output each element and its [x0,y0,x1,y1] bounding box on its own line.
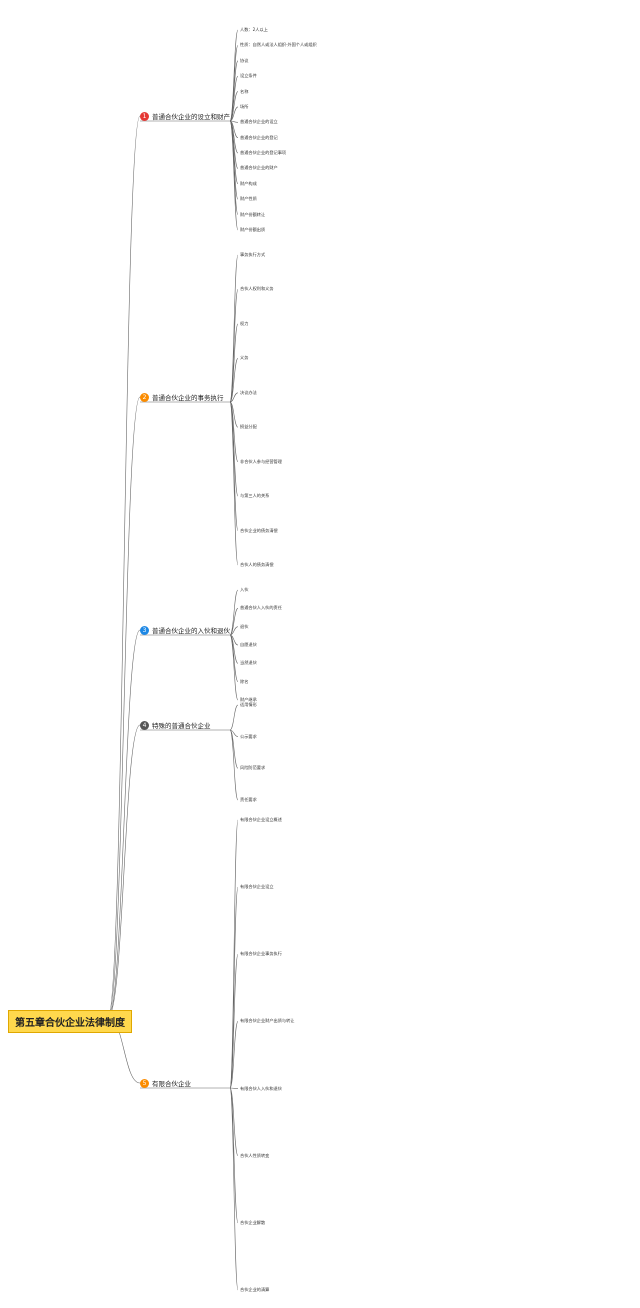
connector-branch-leaf [229,1087,239,1224]
leaf-node[interactable]: 协议 [240,57,249,63]
connector-branch-leaf [229,358,239,403]
connector-branch-leaf [229,289,239,403]
leaf-node[interactable]: 有限合伙企业设立概述 [240,817,282,822]
leaf-node[interactable]: 普通合伙企业的设立 [240,119,278,125]
leaf-node[interactable]: 适用情形 [240,702,257,707]
connector-branch-leaf [229,589,239,636]
connector-branch-leaf [229,608,239,636]
branch-label: 特殊的普通合伙企业 [152,722,211,730]
connector-root-branch-2 [107,396,141,1018]
leaf-node[interactable]: 公示要求 [240,733,257,739]
connector-branch-leaf [229,953,239,1089]
connector-root-branch-1 [107,115,141,1018]
leaf-node[interactable]: 与第三人的关系 [240,493,270,499]
connector-root-branch-4 [107,724,141,1018]
connector-branch-leaf [229,91,239,122]
leaf-node[interactable]: 合伙企业的清算 [240,1287,270,1292]
connector-branch-leaf [229,819,239,1089]
leaf-node[interactable]: 风险防范要求 [240,765,266,771]
root-node[interactable]: 第五章合伙企业法律制度 [8,1010,132,1033]
leaf-node[interactable]: 合伙企业的债务清偿 [240,527,278,533]
leaf-node[interactable]: 有限合伙人入伙和退伙 [240,1085,282,1091]
leaf-node[interactable]: 义务 [240,355,249,361]
connector-branch-leaf [229,1087,239,1291]
leaf-node[interactable]: 财产份额转让 [240,211,266,217]
connector-branch-leaf [229,1087,239,1089]
leaf-node[interactable]: 合伙人权利和义务 [240,286,274,292]
leaf-node[interactable]: 除名 [240,678,249,684]
branch-number-badge: 1 [140,111,149,121]
connector-branch-leaf [229,1021,239,1089]
branch-label: 普通合伙企业的事务执行 [152,394,224,402]
leaf-node[interactable]: 普通合伙企业的财产 [240,165,278,171]
connector-branch-leaf [229,704,239,731]
connector-branch-leaf [229,106,239,122]
connector-branch-leaf [229,634,239,682]
connector-branch-leaf [229,120,239,200]
connector-branch-leaf [229,626,239,636]
connector-branch-leaf [229,120,239,231]
branch-number-badge: 5 [140,1078,149,1088]
leaf-node[interactable]: 权力 [240,320,249,326]
leaf-node[interactable]: 场所 [240,103,249,109]
leaf-node[interactable]: 合伙企业解散 [240,1219,266,1225]
connector-branch-leaf [229,729,239,801]
connector-branch-leaf [229,401,239,531]
leaf-node[interactable]: 普通合伙企业的登记 [240,134,278,140]
connector-branch-leaf [229,401,239,497]
leaf-node[interactable]: 财产份额出质 [240,227,266,232]
connector-branch-leaf [229,392,239,403]
leaf-node[interactable]: 自愿退伙 [240,642,257,647]
leaf-node[interactable]: 决议办法 [240,389,257,395]
leaf-node[interactable]: 有限合伙企业事务执行 [240,951,282,957]
branch-number-badge: 4 [140,720,149,730]
leaf-node[interactable]: 财产性质 [240,196,257,202]
leaf-node[interactable]: 普通合伙企业的登记事项 [240,150,287,156]
connector-branch-leaf [229,75,239,122]
leaf-node[interactable]: 普通合伙人入伙的责任 [240,605,282,611]
connector-root-branch-3 [107,629,141,1018]
connector-branch-leaf [229,401,239,566]
leaf-node[interactable]: 事务执行方式 [240,252,266,257]
leaf-node[interactable]: 入伙 [240,587,249,592]
leaf-node[interactable]: 财产继承 [240,697,257,702]
leaf-node[interactable]: 合伙人性质转变 [240,1152,270,1158]
connector-branch-leaf [229,729,239,737]
leaf-node[interactable]: 合伙人的债务清偿 [240,562,274,567]
leaf-node[interactable]: 名称 [240,88,249,94]
leaf-node[interactable]: 设立条件 [240,73,257,79]
leaf-node[interactable]: 非合伙人参与经营管理 [240,458,282,464]
leaf-node[interactable]: 责任要求 [240,797,257,802]
leaf-node[interactable]: 当然退伙 [240,660,257,666]
branch-label: 有限合伙企业 [152,1080,191,1088]
leaf-node[interactable]: 财产构成 [240,180,257,186]
connector-branch-leaf [229,401,239,428]
branch-number-badge: 2 [140,392,149,402]
connector-branch-leaf [229,120,239,123]
leaf-node[interactable]: 有限合伙企业设立 [240,884,274,890]
branch-number-badge: 3 [140,625,149,635]
connector-branch-leaf [229,1087,239,1157]
connector-branch-leaf [229,401,239,462]
leaf-node[interactable]: 有限合伙企业财产出质与转让 [240,1018,295,1024]
leaf-node[interactable]: 性质：自然人或法人组织·外国个人或组织 [240,42,317,48]
branch-label: 普通合伙企业的设立和财产 [152,113,230,121]
leaf-node[interactable]: 人数：2人以上 [240,27,268,32]
connector-branch-leaf [229,634,239,701]
leaf-node[interactable]: 退伙 [240,623,249,629]
leaf-node[interactable]: 损益分配 [240,424,257,430]
connector-branch-leaf [229,45,239,122]
branch-label: 普通合伙企业的入伙和退伙 [152,627,230,635]
